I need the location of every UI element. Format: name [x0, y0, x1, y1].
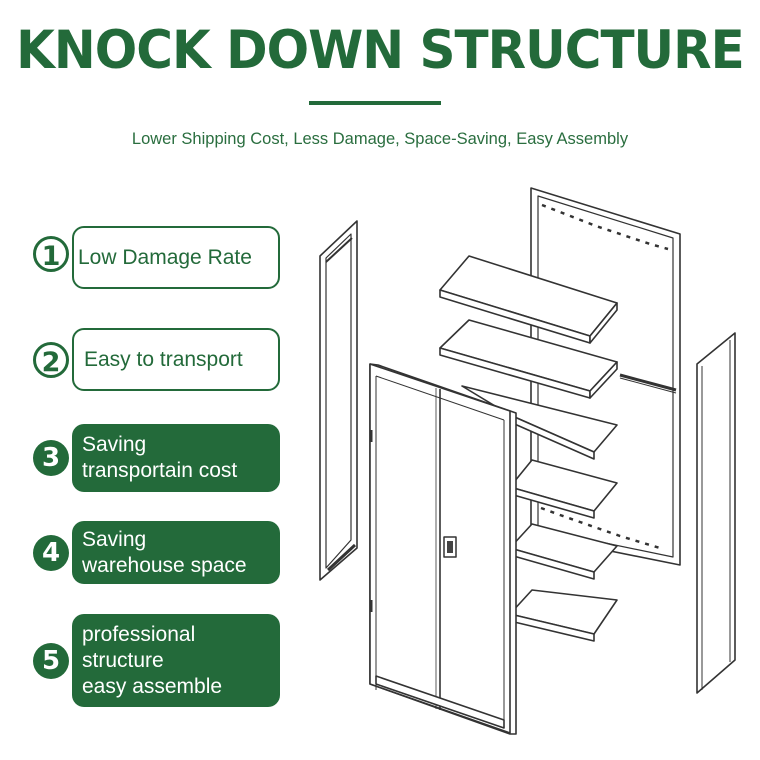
feature-number-4: 4 — [33, 535, 69, 571]
shelf-6 — [509, 589, 618, 642]
shelf-5 — [509, 523, 618, 580]
cabinet-front-doors — [369, 363, 517, 735]
right-side-panel — [696, 332, 736, 694]
shelf-2 — [439, 319, 618, 399]
left-side-panel — [319, 220, 358, 581]
feature-label-1: Low Damage Rate — [78, 245, 252, 269]
feature-box-3: Saving transportain cost — [72, 424, 280, 492]
feature-label-4: Saving warehouse space — [82, 527, 247, 577]
page-title: KNOCK DOWN STRUCTURE — [16, 19, 745, 81]
feature-box-1: Low Damage Rate — [72, 226, 280, 289]
feature-box-4: Saving warehouse space — [72, 521, 280, 584]
feature-label-2: Easy to transport — [84, 347, 243, 371]
feature-box-5: professional structure easy assemble — [72, 614, 280, 707]
feature-number-5: 5 — [33, 643, 69, 679]
page-subtitle: Lower Shipping Cost, Less Damage, Space-… — [131, 130, 629, 148]
feature-label-5: professional structure easy assemble — [82, 622, 223, 698]
title-divider — [309, 101, 441, 105]
shelf-1 — [439, 255, 618, 344]
feature-box-2: Easy to transport — [72, 328, 280, 391]
exploded-cabinet-illustration — [319, 187, 736, 735]
feature-label-3: Saving transportain cost — [82, 433, 238, 482]
feature-number-2: 2 — [33, 342, 69, 378]
feature-number-1: 1 — [33, 236, 69, 272]
feature-number-3: 3 — [33, 440, 69, 476]
